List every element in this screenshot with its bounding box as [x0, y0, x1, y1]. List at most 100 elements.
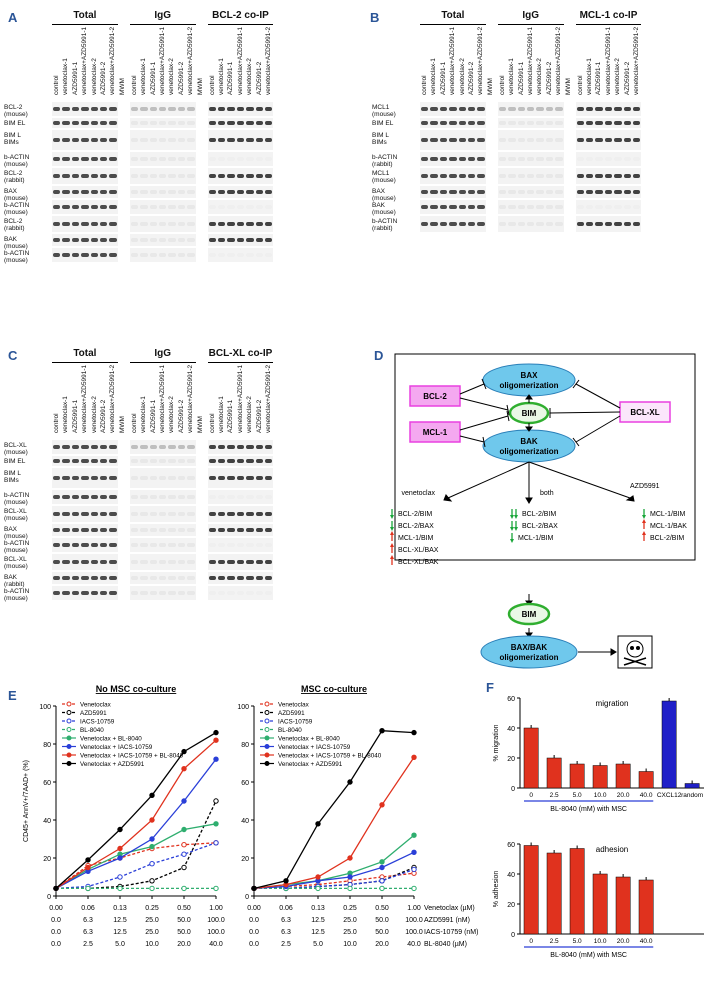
diagram-item: BCL-2/BIM [650, 535, 684, 542]
dose-value: 0.00 [247, 905, 261, 912]
blot-band [256, 205, 263, 209]
data-point [251, 885, 257, 892]
blot-band [477, 138, 485, 142]
blot-band [614, 107, 622, 111]
blot-band [255, 121, 263, 125]
lane-label: venetoclax-2 [90, 58, 98, 95]
blot-band [555, 157, 563, 161]
lane-label: AZD5991-2 [623, 61, 631, 95]
dose-value: 0.25 [145, 905, 159, 912]
blot-band [100, 205, 108, 209]
blot-band [576, 121, 584, 125]
legend-label: Venetoclax + IACS-10759 + BL-8040 [278, 753, 382, 760]
blot-band [236, 445, 245, 449]
blot-band [421, 174, 429, 178]
blot-band [71, 238, 80, 242]
x-tick-label: 2.5 [550, 938, 559, 945]
blot-band [130, 174, 139, 178]
blot-band [90, 107, 98, 111]
blot-band [149, 459, 157, 463]
dose-value: 0.06 [279, 905, 293, 912]
dose-value: 50.0 [375, 929, 389, 936]
blot-band [90, 157, 98, 161]
blot-band [236, 190, 245, 194]
blot-band [100, 174, 108, 178]
blot-band [81, 121, 89, 125]
blot-band [605, 157, 612, 161]
dose-value: 40.0 [407, 941, 421, 948]
blot-band [536, 222, 544, 226]
blot-band [130, 222, 139, 226]
panel-letter-c: C [8, 348, 18, 363]
blot-band [527, 121, 535, 125]
blot-band [177, 238, 186, 242]
blot-band [458, 222, 466, 226]
blot-band [71, 512, 80, 516]
lane-label: venetoclax-2 [90, 396, 98, 433]
blot-band [265, 495, 272, 499]
blot-band [218, 512, 226, 516]
blot-band [140, 560, 148, 564]
blot-strip [207, 248, 274, 262]
dose-value: 0.06 [81, 905, 95, 912]
blot-band [149, 445, 157, 449]
blot-band [604, 107, 613, 111]
y-tick-label: 20 [43, 856, 51, 863]
blot-band [130, 476, 139, 480]
blot-band [81, 238, 89, 242]
blot-band [71, 190, 80, 194]
arrow-head [642, 515, 646, 519]
blot-band [177, 459, 186, 463]
blot-band [614, 174, 622, 178]
blot-group-title: Total [73, 10, 97, 21]
blot-group-title: BCL-2 co-IP [212, 10, 269, 21]
blot-band [71, 543, 80, 547]
diagram-item: BCL-2/BAX [398, 523, 434, 530]
blot-band [140, 495, 148, 499]
data-point [181, 842, 187, 848]
blot-band [498, 157, 507, 161]
bclxl-label: BCL-XL [630, 408, 659, 417]
lane-label: venetoclax-1 [430, 58, 438, 95]
blot-band [256, 495, 263, 499]
blot-band [265, 157, 272, 161]
blot-band [265, 107, 273, 111]
branch-both: both [540, 490, 554, 497]
arrow-head [510, 515, 514, 519]
arrow-head [390, 555, 394, 559]
blot-row-label: b-ACTIN (rabbit) [372, 154, 398, 168]
mwm-lane-label: MWM [486, 78, 494, 95]
blot-band [100, 576, 108, 580]
blot-band [140, 205, 148, 209]
blot-band [177, 591, 186, 595]
blot-band [187, 528, 195, 532]
lane-label: AZD5991-2 [100, 61, 107, 95]
lane-label: venetoclax+AZD5991-1 [81, 26, 89, 95]
blot-band [545, 190, 554, 194]
blot-band [439, 174, 448, 178]
mwm-lane-label: MWM [196, 416, 204, 433]
blot-band [468, 107, 476, 111]
blot-band [265, 476, 273, 480]
blot-band [421, 157, 429, 161]
lane-label: venetoclax-1 [508, 58, 516, 95]
blot-band [130, 253, 139, 257]
data-point [117, 826, 123, 833]
blot-band [517, 222, 525, 226]
blot-band [449, 138, 457, 142]
blot-band [53, 222, 61, 226]
blot-band [140, 121, 148, 125]
data-point [315, 874, 321, 880]
blot-strip [497, 102, 564, 116]
blot-band [545, 174, 554, 178]
blot-band [236, 138, 245, 142]
blot-band [218, 174, 226, 178]
blot-band [576, 190, 584, 194]
mwm-lane-label: MWM [564, 78, 572, 95]
blot-band [140, 107, 148, 111]
diagram-item: MCL-1/BAK [650, 523, 687, 530]
blot-band [90, 459, 98, 463]
mwm-lane-label: MWM [118, 416, 126, 433]
blot-band [53, 121, 61, 125]
x-tick-label: random [681, 792, 703, 799]
